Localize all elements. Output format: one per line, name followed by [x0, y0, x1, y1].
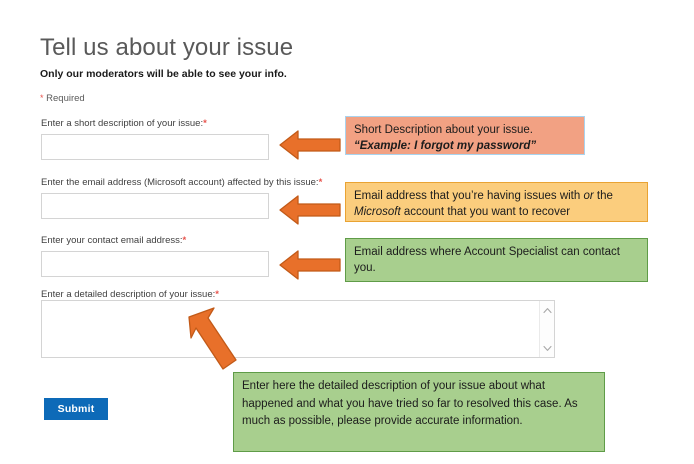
arrow-left-icon [278, 193, 342, 227]
required-asterisk-icon: * [318, 177, 323, 188]
arrow-left-icon [278, 128, 342, 162]
callout-short-description-line2: “Example: I forgot my password” [354, 140, 537, 152]
required-asterisk-icon: * [203, 118, 207, 129]
callout-affected-email: Email address that you’re having issues … [345, 182, 648, 222]
moderator-note: Only our moderators will be able to see … [40, 68, 287, 80]
label-contact-email-text: Enter your contact email address: [41, 235, 183, 246]
submit-button[interactable]: Submit [44, 398, 108, 420]
callout-affected-email-em-microsoft: Microsoft [354, 206, 401, 218]
required-asterisk-icon: * [215, 289, 219, 300]
label-detailed-description: Enter a detailed description of your iss… [41, 289, 219, 300]
callout-short-description-line1: Short Description about your issue. [354, 124, 533, 136]
short-description-input[interactable] [41, 134, 269, 160]
label-contact-email: Enter your contact email address:* [41, 235, 186, 246]
textarea-scrollbar[interactable] [539, 301, 554, 357]
label-affected-email-text: Enter the email address (Microsoft accou… [41, 177, 319, 188]
page-title: Tell us about your issue [40, 34, 294, 61]
detailed-description-textarea[interactable] [42, 301, 540, 357]
label-short-description-text: Enter a short description of your issue: [41, 118, 204, 129]
chevron-up-icon[interactable] [540, 303, 555, 317]
label-detailed-description-text: Enter a detailed description of your iss… [41, 289, 216, 300]
callout-short-description: Short Description about your issue. “Exa… [345, 116, 585, 155]
required-legend-label: Required [46, 93, 85, 104]
required-asterisk-icon: * [182, 235, 187, 246]
callout-affected-email-part2: the [593, 190, 613, 202]
affected-email-input[interactable] [41, 193, 269, 219]
label-affected-email: Enter the email address (Microsoft accou… [41, 177, 322, 188]
callout-affected-email-part1: Email address that you’re having issues … [354, 190, 584, 202]
callout-affected-email-part3: account that you want to recover [400, 206, 571, 218]
arrow-up-left-diagonal-icon [184, 304, 246, 384]
label-short-description: Enter a short description of your issue:… [41, 118, 207, 129]
contact-email-input[interactable] [41, 251, 269, 277]
required-legend: * Required [40, 93, 85, 104]
callout-affected-email-em-or: or [583, 190, 594, 202]
callout-contact-email: Email address where Account Specialist c… [345, 238, 648, 282]
detailed-description-field[interactable] [41, 300, 555, 358]
chevron-down-icon[interactable] [540, 341, 555, 355]
required-asterisk-icon: * [40, 93, 44, 103]
arrow-left-icon [278, 248, 342, 282]
callout-detailed-description: Enter here the detailed description of y… [233, 372, 605, 452]
